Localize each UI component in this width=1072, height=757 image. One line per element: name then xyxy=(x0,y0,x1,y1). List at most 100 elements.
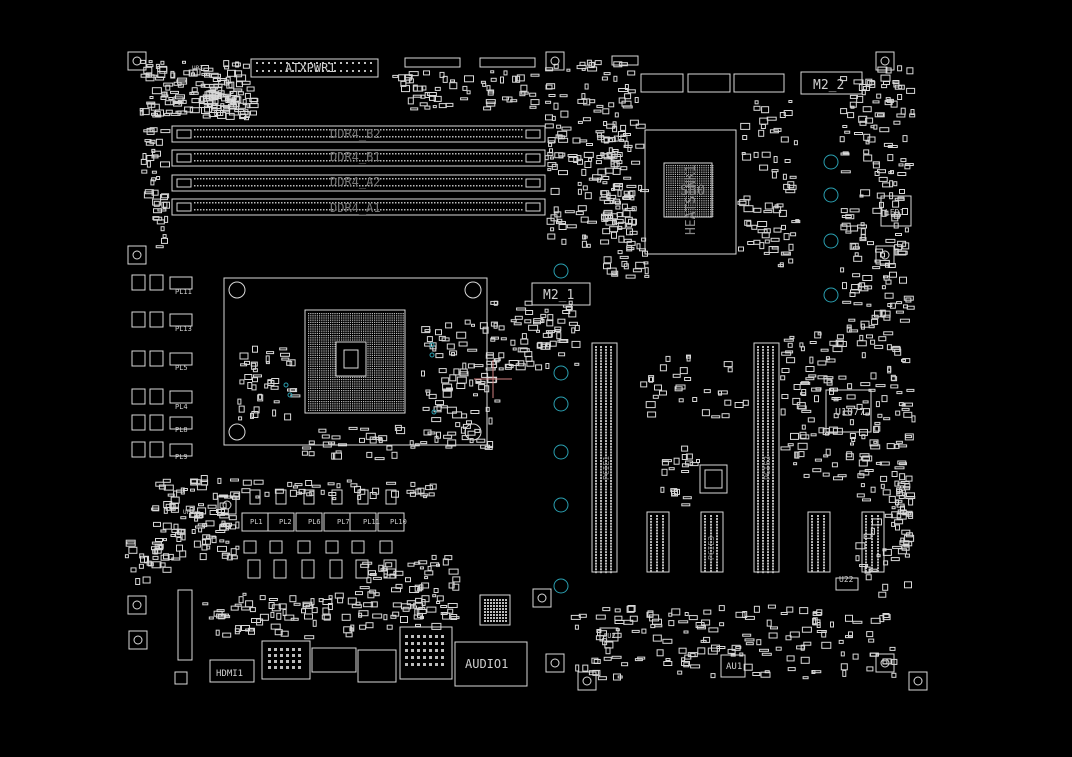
dimm-key-l-3 xyxy=(176,202,192,212)
smd-cluster-pch-right xyxy=(737,100,801,268)
via-small-3 xyxy=(283,382,289,388)
mount-hole-7 xyxy=(550,658,560,668)
dimm-key-l-1 xyxy=(176,153,192,163)
silkscreen-labels: ATXPWR1 DDR4_B2 DDR4_B1 DDR4_A2 DDR4_A1 … xyxy=(170,61,904,679)
dimm-key-r-2 xyxy=(525,178,541,188)
label-ddr4-b2: DDR4_B2 xyxy=(330,127,381,141)
smd-cluster-cpu-left xyxy=(237,345,301,421)
mount-hole-3 xyxy=(132,250,142,260)
smd-cluster-top-center xyxy=(544,59,641,251)
label-phase-1: PL2 xyxy=(279,518,292,526)
vrm-choke-l-0 xyxy=(131,274,146,291)
mount-hole-11 xyxy=(913,676,923,686)
smd-cluster-audio xyxy=(570,604,898,681)
cpu-ball-grid xyxy=(308,313,404,411)
label-small-1: UP1 xyxy=(170,100,181,107)
dimm-slot-3 xyxy=(171,198,546,216)
mount-hole-1 xyxy=(550,56,560,66)
dimm-pins-0 xyxy=(194,129,523,138)
via-ring-0 xyxy=(823,154,839,170)
via-small-4 xyxy=(287,392,293,398)
label-pl-0: PL11 xyxy=(175,288,192,296)
cursor-crosshair xyxy=(474,360,512,398)
label-atxpwr1: ATXPWR1 xyxy=(285,61,336,75)
pcie-slot-1-pins xyxy=(595,346,612,574)
phase-cap-0 xyxy=(243,540,257,554)
component-outlines xyxy=(124,51,928,691)
smd-cluster-left xyxy=(140,127,171,249)
label-ddr4-a1: DDR4_A1 xyxy=(330,201,381,215)
au1-chip xyxy=(720,654,746,678)
phase-choke-4 xyxy=(349,512,377,532)
rear-io-corner xyxy=(174,671,188,685)
mount-hole-frame-11 xyxy=(908,671,928,691)
phase-mosfet-2 xyxy=(301,559,315,579)
rear-io-strip xyxy=(177,589,193,661)
label-ddr4-b1: DDR4_B1 xyxy=(330,150,381,164)
phase-small-1 xyxy=(275,489,287,505)
phase-choke-2 xyxy=(295,512,323,532)
mount-hole-12 xyxy=(133,635,143,645)
label-led1: LED1 xyxy=(885,208,904,217)
mount-hole-frame-6 xyxy=(532,588,552,608)
vrm-choke-r-5 xyxy=(149,441,164,458)
pch-ball-grid xyxy=(666,165,714,217)
top-header-3 xyxy=(611,55,639,66)
phase-cap-2 xyxy=(297,540,311,554)
pch-chip xyxy=(663,162,713,218)
label-pcie-2: PCIE3 xyxy=(707,536,716,560)
label-pl-4: PL8 xyxy=(175,426,188,434)
cpu-socket-hole-1 xyxy=(464,281,482,299)
label-pl-3: PL4 xyxy=(175,403,188,411)
label-au2: AU2 xyxy=(603,632,616,640)
phase-cap-4 xyxy=(351,540,365,554)
mount-hole-0 xyxy=(132,56,142,66)
dimm-key-l-2 xyxy=(176,178,192,188)
cpu-socket-hole-2 xyxy=(228,423,246,441)
rear-chip-pads xyxy=(484,599,507,622)
label-small-0: UP2 xyxy=(183,509,194,516)
dimm-key-l-0 xyxy=(176,129,192,139)
vrm-label-box-0 xyxy=(169,276,193,290)
phase-mosfet-3 xyxy=(329,559,343,579)
cpu-die-area xyxy=(304,309,406,414)
smd-cluster-vrm-bottom xyxy=(151,475,241,561)
rear-io-usb xyxy=(357,649,397,683)
u1077-chip xyxy=(825,389,872,433)
cpu-socket-hole-0 xyxy=(228,281,246,299)
label-phase-5: PL10 xyxy=(390,518,407,526)
vrm-label-box-5 xyxy=(169,443,193,457)
smd-cluster-edge xyxy=(895,475,916,555)
pcie-x1-b-pins xyxy=(704,515,718,573)
smd-cluster-cpu-bottom xyxy=(301,424,420,461)
led1-outline xyxy=(880,195,912,227)
hdmi1-port xyxy=(209,659,255,683)
mount-hole-frame-2 xyxy=(875,51,895,71)
via-rings xyxy=(283,154,839,594)
dimm-slot-2 xyxy=(171,174,546,192)
smd-cluster-pch-left xyxy=(599,119,650,279)
via-ring-1 xyxy=(823,187,839,203)
mount-hole-frame-3 xyxy=(127,245,147,265)
dimm-key-r-1 xyxy=(525,153,541,163)
pcie-x1-a-pins xyxy=(650,515,664,573)
vrm-choke-r-1 xyxy=(149,311,164,328)
mount-hole-2 xyxy=(880,56,890,66)
dimm-pins-2 xyxy=(194,178,523,187)
vrm-label-box-2 xyxy=(169,352,193,366)
mount-hole-frame-8 xyxy=(875,653,895,673)
smd-cluster-rear-top xyxy=(359,554,461,630)
via-small-1 xyxy=(429,352,435,358)
top-header-2 xyxy=(479,57,536,68)
rear-chip xyxy=(479,594,511,626)
sata-2 xyxy=(687,73,731,93)
mount-hole-frame-5 xyxy=(127,595,147,615)
phase-cap-3 xyxy=(325,540,339,554)
smd-cluster-rear-left xyxy=(202,591,369,640)
mount-hole-6 xyxy=(537,593,547,603)
phase-cap-5 xyxy=(379,540,393,554)
mount-hole-frame-0 xyxy=(127,51,147,71)
label-u22: U22 xyxy=(839,575,854,584)
phase-mosfet-4 xyxy=(355,559,369,579)
